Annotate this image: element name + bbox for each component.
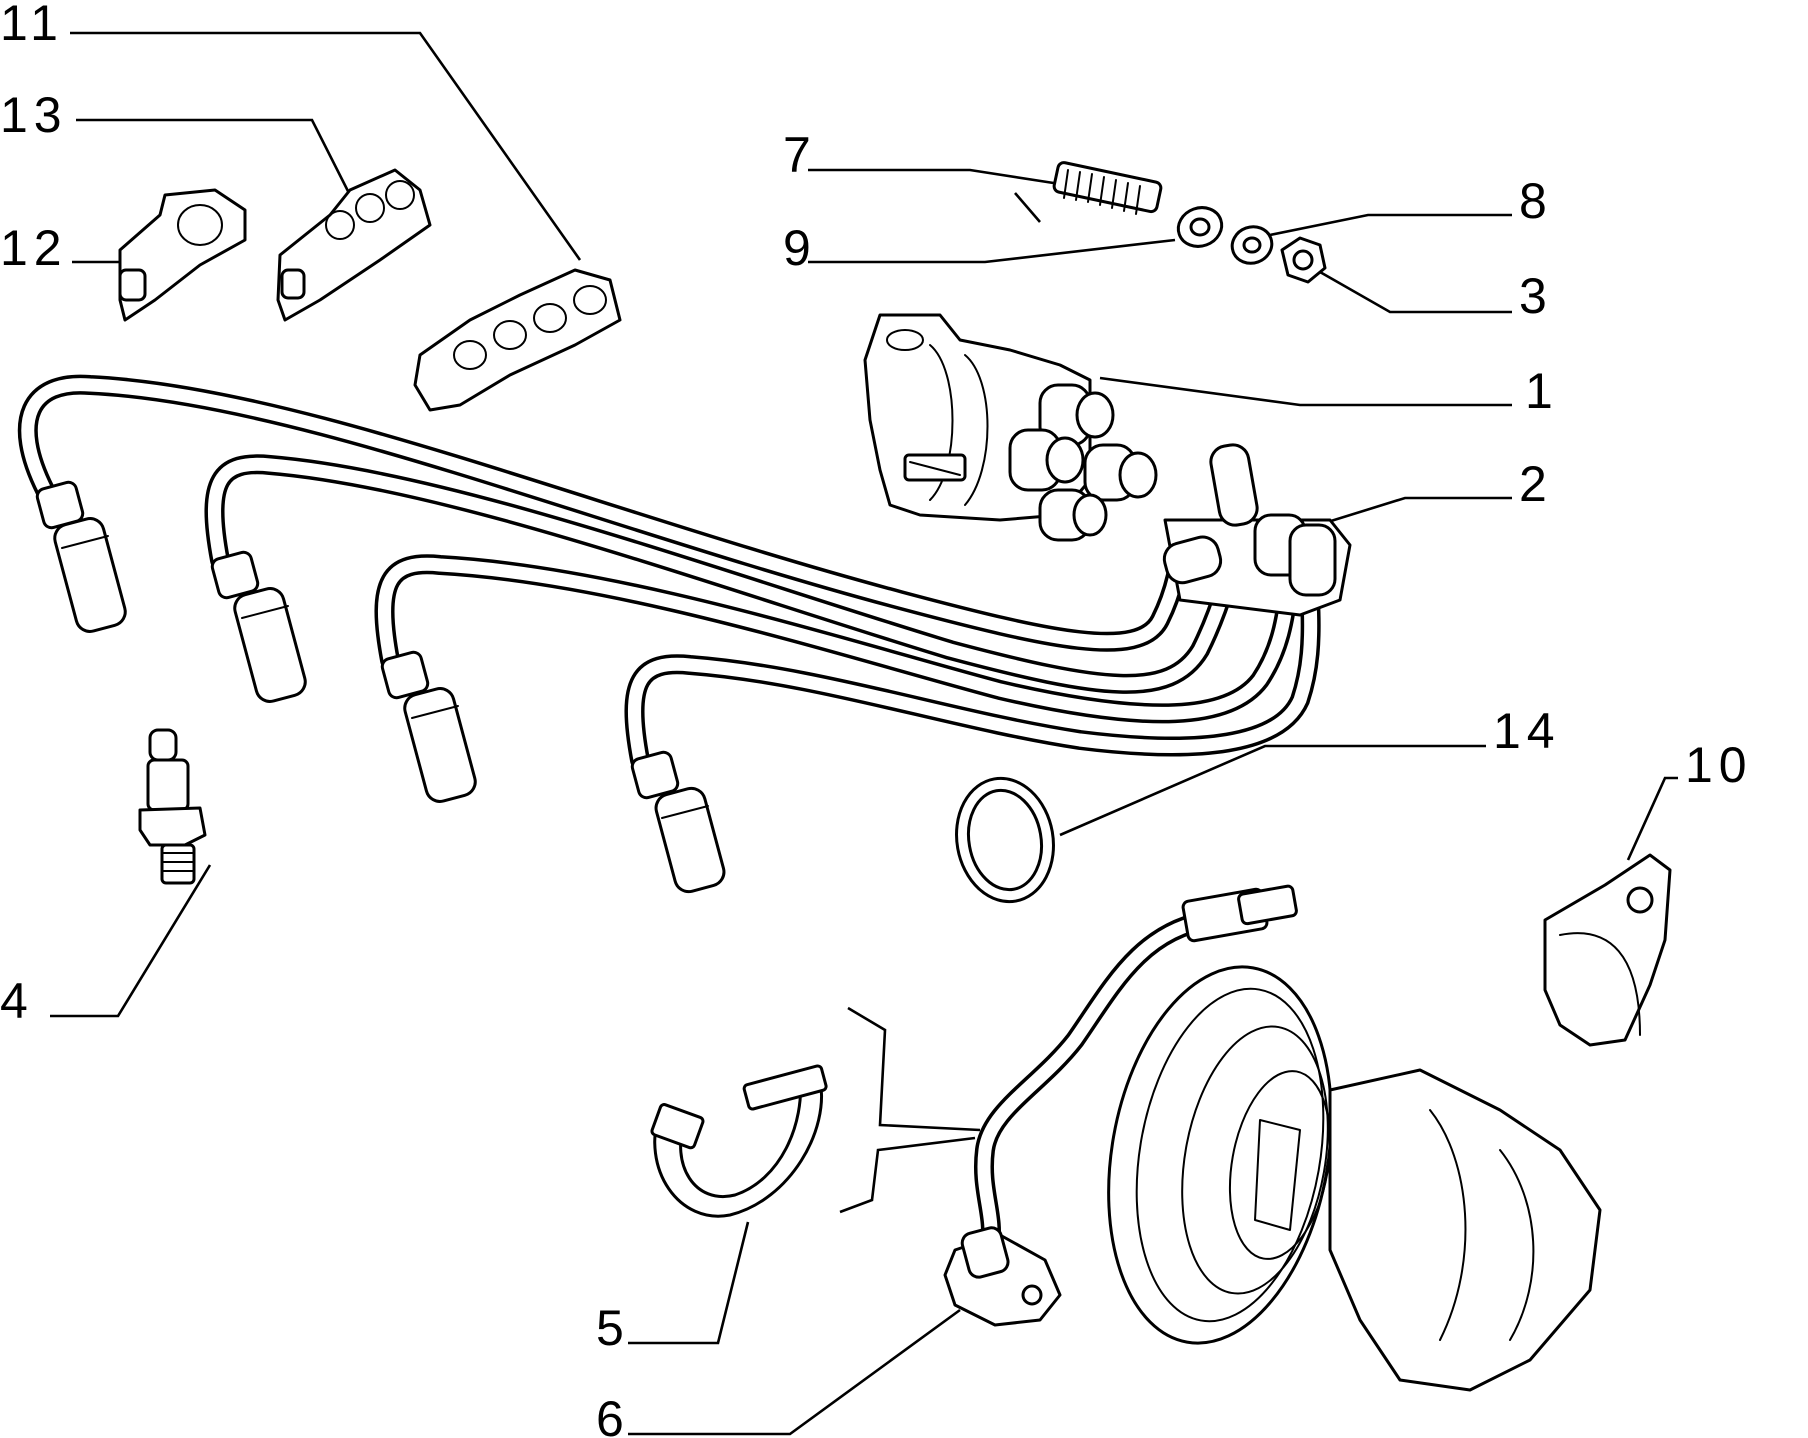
spark-plug — [138, 728, 207, 885]
leader-11 — [70, 31, 582, 261]
cap-towers — [1008, 383, 1158, 542]
leader-bracket — [847, 1006, 981, 1132]
callout-14: 14 — [1493, 703, 1561, 759]
leader-5 — [628, 1221, 750, 1345]
callout-7: 7 — [783, 127, 817, 183]
callout-4: 4 — [0, 973, 34, 1029]
crankshaft-sensor — [943, 884, 1298, 1327]
sensor-connector — [1181, 884, 1298, 943]
cable-clip-single — [118, 188, 247, 322]
mounting-stud — [1052, 161, 1163, 215]
leader-lines — [50, 31, 1678, 1436]
callout-8: 8 — [1519, 173, 1553, 229]
cable-clip-quad — [413, 268, 622, 412]
callout-5: 5 — [596, 1300, 630, 1356]
leader-13 — [76, 118, 357, 206]
cable-tie-strap — [650, 1064, 828, 1218]
leader-7 — [808, 168, 1061, 186]
leader-4 — [50, 864, 212, 1018]
ignition-cable-set — [17, 374, 1352, 894]
callout-13: 13 — [0, 87, 68, 143]
callout-10: 10 — [1685, 737, 1753, 793]
callout-3: 3 — [1519, 268, 1553, 324]
plug-boot-2 — [210, 550, 307, 703]
leader-14 — [1059, 744, 1486, 837]
callout-6: 6 — [596, 1391, 630, 1438]
callout-9: 9 — [783, 220, 817, 276]
callout-12: 12 — [0, 220, 68, 276]
leader-6 — [628, 1308, 961, 1436]
leader-2 — [1317, 496, 1512, 527]
leader-bracket-lower — [839, 1136, 976, 1214]
cable-connector-block — [1162, 443, 1352, 617]
leader-9 — [808, 238, 1176, 264]
crankshaft-pulley — [1107, 965, 1602, 1392]
leader-1 — [1099, 376, 1512, 407]
plug-boot-1 — [35, 480, 127, 633]
sensor-body — [943, 1226, 1062, 1327]
leader-10 — [1626, 776, 1678, 861]
hex-nut — [1280, 236, 1327, 284]
leader-7-branch — [1014, 192, 1041, 223]
callout-2: 2 — [1519, 456, 1553, 512]
flat-washer — [1176, 206, 1224, 248]
cable-clip-triple — [276, 168, 432, 322]
o-ring-seal — [955, 776, 1055, 904]
spring-washer — [1230, 225, 1274, 265]
plug-boot-3 — [380, 650, 477, 803]
callout-11: 11 — [0, 0, 64, 51]
distributor-cap — [863, 313, 1158, 542]
leader-8 — [1269, 213, 1512, 237]
mounting-bracket — [1543, 853, 1672, 1047]
plug-boot-4 — [630, 750, 726, 894]
callout-1: 1 — [1525, 363, 1559, 419]
leader-3 — [1319, 270, 1512, 314]
